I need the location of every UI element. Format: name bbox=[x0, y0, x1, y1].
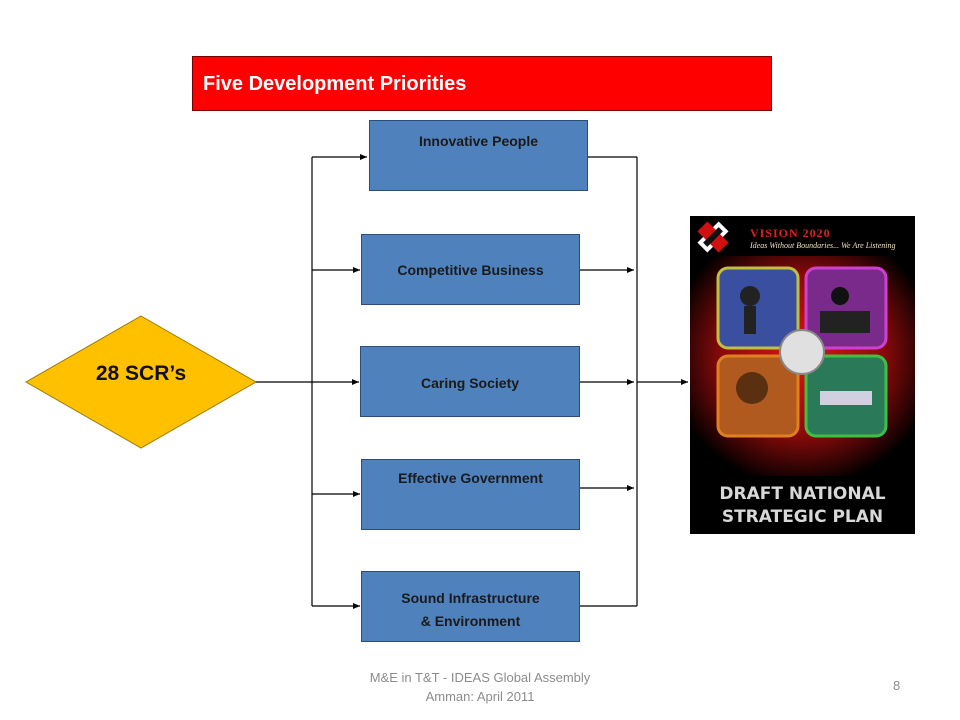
priority-label: Competitive Business bbox=[397, 262, 544, 278]
priority-label: Caring Society bbox=[420, 375, 520, 391]
priority-box-effective-government: Effective Government bbox=[361, 459, 580, 530]
source-node-label: 28 SCR’s bbox=[95, 362, 187, 385]
poster-caption-line2: STRATEGIC PLAN bbox=[721, 507, 884, 527]
footer-line2: Amman: April 2011 bbox=[425, 689, 535, 704]
logo-icon bbox=[697, 221, 729, 253]
poster-brand: VISION 2020 bbox=[750, 226, 831, 240]
priority-label-line2: & Environment bbox=[420, 613, 521, 629]
photo-collage-icon bbox=[716, 266, 888, 438]
footer-line1: M&E in T&T - IDEAS Global Assembly bbox=[369, 670, 591, 685]
footer: M&E in T&T - IDEAS Global Assembly Amman… bbox=[330, 668, 630, 706]
priority-box-innovative-people: Innovative People bbox=[369, 120, 588, 191]
title-bar: Five Development Priorities bbox=[192, 56, 772, 111]
page-number: 8 bbox=[893, 678, 901, 693]
slide-title: Five Development Priorities bbox=[203, 73, 467, 95]
priority-label-line1: Sound Infrastructure bbox=[401, 590, 540, 606]
poster-caption-line1: DRAFT NATIONAL bbox=[719, 484, 886, 504]
priority-label: Effective Government bbox=[398, 470, 543, 486]
strategic-plan-poster: VISION 2020 Ideas Without Boundaries... … bbox=[690, 216, 915, 534]
poster-tagline: Ideas Without Boundaries... We Are Liste… bbox=[750, 241, 896, 250]
poster-artwork bbox=[690, 221, 915, 476]
priority-box-competitive-business: Competitive Business bbox=[361, 234, 580, 305]
priority-label: Innovative People bbox=[418, 133, 539, 149]
source-diamond bbox=[24, 315, 258, 449]
priority-box-sound-infrastructure: Sound Infrastructure & Environment bbox=[361, 571, 580, 642]
priority-box-caring-society: Caring Society bbox=[360, 346, 580, 417]
